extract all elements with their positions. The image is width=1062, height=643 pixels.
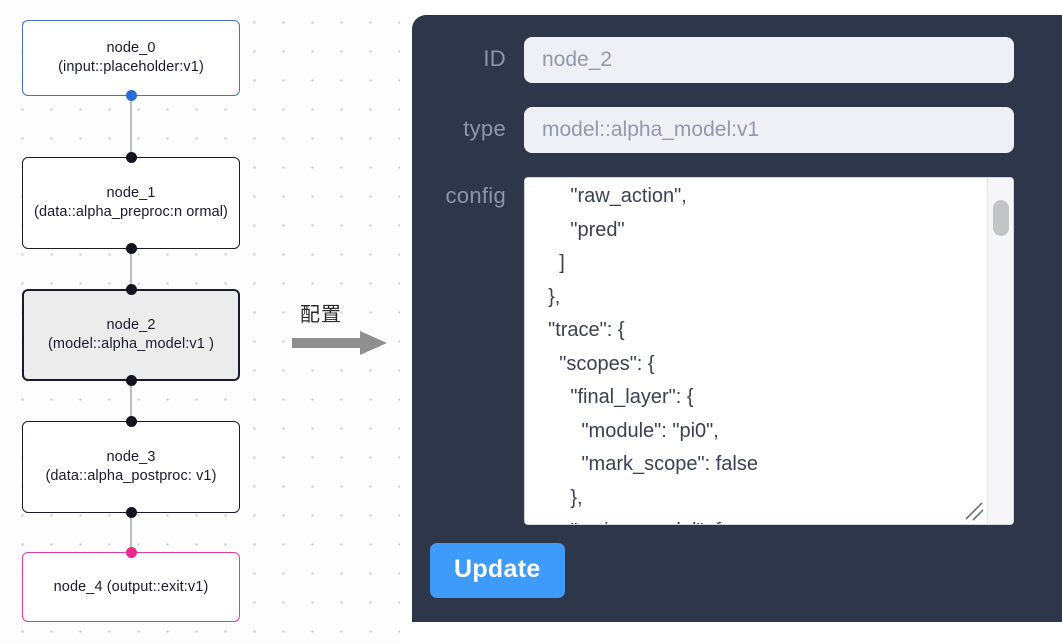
transition-annotation: 配置	[292, 298, 394, 362]
graph-node-node_2-label: node_2 (model::alpha_model:v1 )	[47, 317, 214, 352]
config-textarea[interactable]: "raw_action", "pred" ] }, "trace": { "sc…	[524, 177, 1014, 525]
type-input[interactable]	[524, 107, 1014, 153]
edge-node0-node1	[130, 94, 132, 162]
id-field-label: ID	[483, 46, 506, 71]
node_4-target-handle[interactable]	[125, 547, 137, 558]
edge-node2-node3	[130, 379, 132, 427]
graph-node-node_0[interactable]: node_0 (input::placeholder:v1)	[22, 20, 240, 96]
resize-grip-icon[interactable]	[962, 499, 986, 523]
config-scrollbar-thumb[interactable]	[993, 200, 1009, 236]
panel-actions: Update	[412, 543, 1062, 598]
node_2-target-handle[interactable]	[125, 284, 137, 295]
graph-node-node_3-label: node_3 (data::alpha_postproc: v1)	[45, 449, 217, 484]
config-textarea-content[interactable]: "raw_action", "pred" ] }, "trace": { "sc…	[548, 185, 758, 524]
update-button[interactable]: Update	[430, 543, 565, 598]
edge-node1-node2	[130, 247, 132, 295]
edge-node3-node4	[130, 511, 132, 558]
node_1-target-handle[interactable]	[125, 152, 137, 163]
config-field-label: config	[445, 183, 506, 208]
type-field-row: type	[412, 107, 1062, 153]
transition-caption: 配置	[300, 302, 342, 326]
id-input[interactable]	[524, 37, 1014, 83]
graph-node-node_4[interactable]: node_4 (output::exit:v1)	[22, 552, 240, 622]
node-config-panel: ID type config "raw_action", "pred" ] },…	[412, 15, 1062, 622]
graph-canvas[interactable]: node_0 (input::placeholder:v1) node_1 (d…	[0, 0, 400, 643]
graph-node-node_4-label: node_4 (output::exit:v1)	[53, 578, 209, 595]
arrow-right-icon	[292, 331, 387, 355]
node_2-source-handle[interactable]	[125, 375, 137, 386]
graph-node-node_1-label: node_1 (data::alpha_preproc:n ormal)	[34, 185, 228, 220]
config-scrollbar[interactable]	[987, 178, 1013, 524]
node_3-target-handle[interactable]	[125, 416, 137, 427]
node_1-source-handle[interactable]	[125, 243, 137, 254]
config-field-row: config "raw_action", "pred" ] }, "trace"…	[412, 177, 1062, 525]
node_3-source-handle[interactable]	[125, 507, 137, 518]
type-field-label: type	[463, 116, 506, 141]
id-field-row: ID	[412, 37, 1062, 83]
graph-node-node_2[interactable]: node_2 (model::alpha_model:v1 )	[22, 289, 240, 381]
graph-node-node_3[interactable]: node_3 (data::alpha_postproc: v1)	[22, 421, 240, 513]
node_0-source-handle[interactable]	[125, 90, 137, 101]
graph-node-node_0-label: node_0 (input::placeholder:v1)	[58, 40, 204, 75]
graph-node-node_1[interactable]: node_1 (data::alpha_preproc:n ormal)	[22, 157, 240, 249]
